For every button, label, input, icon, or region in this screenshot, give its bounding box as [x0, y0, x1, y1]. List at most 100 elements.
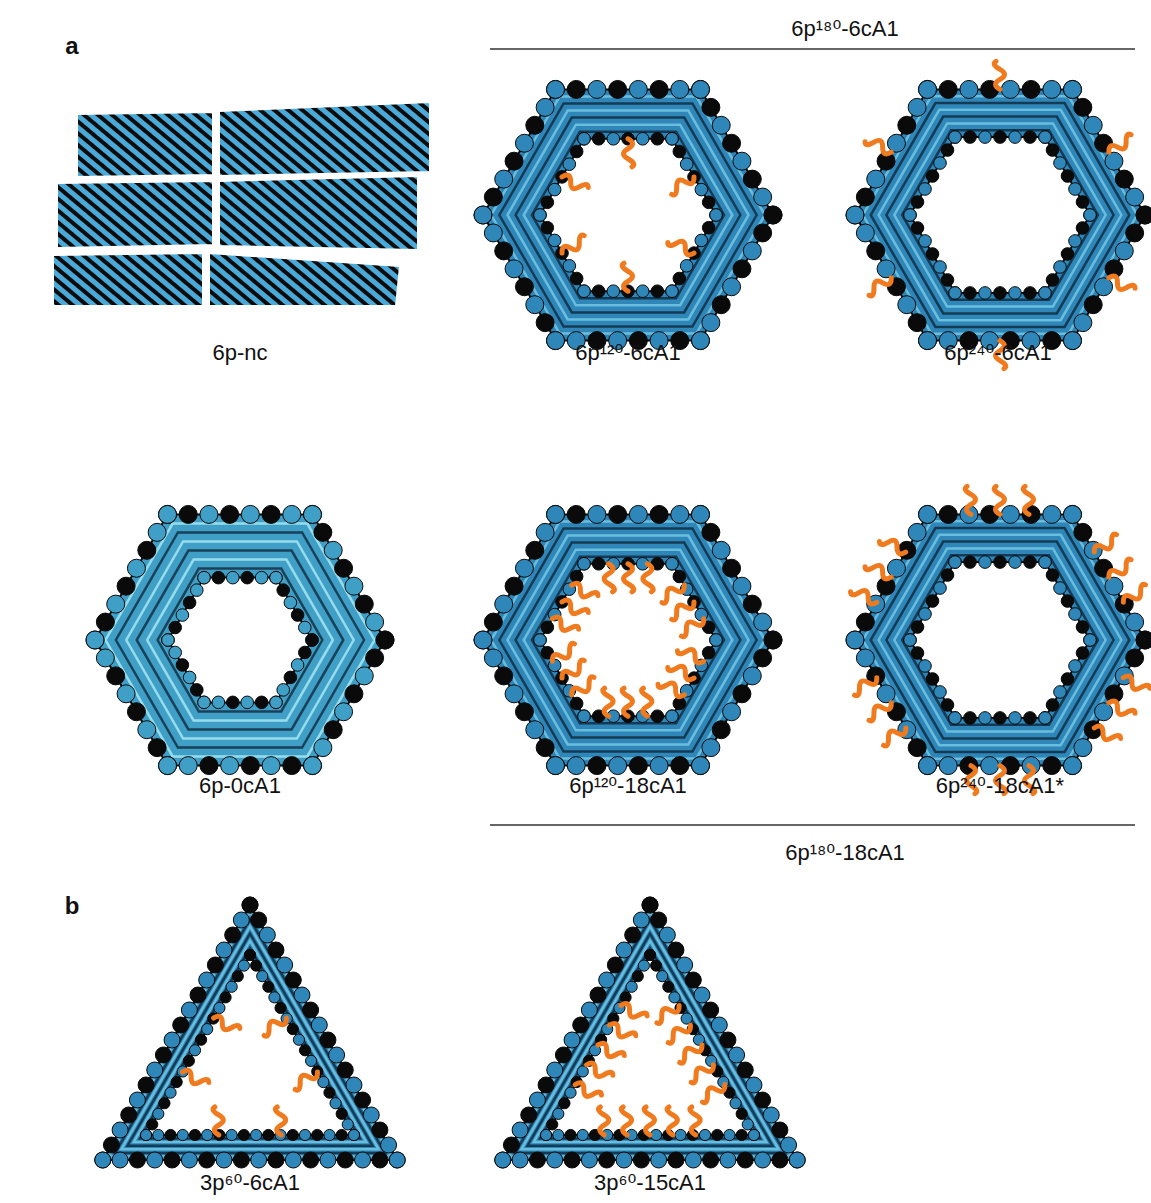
- drawing-part: [158, 569, 323, 712]
- drawing-part: [86, 631, 104, 649]
- drawing-part: [162, 634, 175, 647]
- drawing-part: [666, 132, 679, 145]
- drawing-part: [242, 897, 258, 913]
- drawing-part: [270, 696, 283, 709]
- peptide-strand: [1106, 558, 1135, 581]
- drawing-part: [934, 261, 947, 274]
- drawing-part: [495, 1152, 511, 1168]
- drawing-part: [737, 1062, 753, 1078]
- drawing-part: [638, 960, 649, 971]
- drawing-part: [632, 971, 643, 982]
- drawing-part: [1136, 206, 1151, 224]
- drawing-part: [548, 183, 561, 196]
- peptide-strand: [560, 597, 589, 620]
- drawing-part: [277, 584, 290, 597]
- drawing-part: [908, 739, 926, 757]
- drawing-part: [270, 696, 283, 709]
- drawing-part: [723, 278, 741, 296]
- drawing-part: [335, 559, 353, 577]
- drawing-part: [200, 757, 218, 775]
- peptide-strand: [664, 1021, 693, 1044]
- peptide-strand: [653, 1002, 682, 1025]
- drawing-part: [304, 505, 322, 523]
- drawing-part: [484, 188, 502, 206]
- drawing-part: [536, 314, 554, 332]
- drawing-part: [1076, 196, 1089, 209]
- drawing-part: [626, 981, 637, 992]
- drawing-part: [536, 523, 554, 541]
- drawing-part: [1084, 634, 1097, 647]
- drawing-part: [673, 272, 686, 285]
- peptide-strand: [677, 615, 706, 638]
- drawing-part: [195, 1034, 206, 1045]
- drawing-part: [540, 1129, 551, 1140]
- drawing-part: [376, 631, 394, 649]
- drawing-part: [538, 1077, 554, 1093]
- drawing-part: [625, 927, 641, 943]
- peptide-strand: [291, 1068, 320, 1091]
- drawing-part: [348, 1129, 359, 1140]
- drawing-part: [270, 571, 283, 584]
- drawing-part: [677, 957, 693, 973]
- peptide-strand: [1106, 133, 1135, 156]
- drawing-part: [894, 123, 1105, 306]
- drawing-part: [117, 685, 135, 703]
- drawing-part: [1009, 131, 1022, 144]
- drawing-part: [547, 80, 565, 98]
- drawing-part: [904, 209, 917, 222]
- drawing-part: [1043, 80, 1061, 98]
- drawing-part: [303, 1152, 319, 1168]
- drawing-part: [372, 1122, 388, 1138]
- drawing-part: [159, 505, 177, 523]
- drawing-part: [578, 132, 591, 145]
- drawing-part: [607, 132, 620, 145]
- drawing-part: [198, 696, 211, 709]
- drawing-part: [887, 134, 905, 152]
- peptide-strand: [622, 688, 632, 716]
- drawing-part: [153, 1129, 164, 1140]
- drawing-part: [1084, 209, 1097, 222]
- drawing-part: [95, 1152, 111, 1168]
- drawing-part: [633, 912, 649, 928]
- drawing-part: [299, 621, 312, 634]
- drawing-part: [312, 1129, 323, 1140]
- drawing-part: [179, 505, 197, 523]
- drawing-part: [877, 260, 895, 278]
- drawing-part: [588, 80, 606, 98]
- drawing-part: [781, 1137, 797, 1153]
- drawing-part: [216, 942, 232, 958]
- drawing-part: [729, 1047, 745, 1063]
- drawing-part: [181, 1152, 197, 1168]
- drawing-part: [934, 686, 947, 699]
- drawing-part: [138, 541, 156, 559]
- structure-label: 6p¹⁸⁰-6cA1: [791, 16, 898, 42]
- drawing-part: [578, 557, 591, 570]
- drawing-part: [484, 613, 502, 631]
- drawing-part: [534, 634, 547, 647]
- drawing-part: [1115, 242, 1133, 260]
- drawing-part: [283, 757, 301, 775]
- drawing-part: [964, 287, 977, 300]
- drawing-part: [692, 332, 710, 350]
- drawing-part: [651, 132, 664, 145]
- drawing-part: [320, 1032, 336, 1048]
- drawing-part: [189, 1045, 200, 1056]
- peptide-strand: [569, 580, 598, 603]
- drawing-part: [856, 188, 874, 206]
- drawing-part: [669, 992, 680, 1003]
- drawing-part: [703, 1002, 719, 1018]
- drawing-part: [355, 595, 373, 613]
- drawing-part: [629, 80, 647, 98]
- drawing-part: [1054, 261, 1067, 274]
- drawing-part: [941, 274, 954, 287]
- drawing-part: [1024, 712, 1037, 725]
- drawing-part: [336, 1129, 347, 1140]
- drawing-part: [137, 551, 344, 730]
- drawing-part: [381, 1137, 397, 1153]
- drawing-part: [207, 957, 223, 973]
- drawing-part: [1084, 209, 1097, 222]
- drawing-part: [147, 1152, 163, 1168]
- drawing-part: [227, 696, 240, 709]
- drawing-part: [1009, 556, 1022, 569]
- drawing-part: [710, 209, 723, 222]
